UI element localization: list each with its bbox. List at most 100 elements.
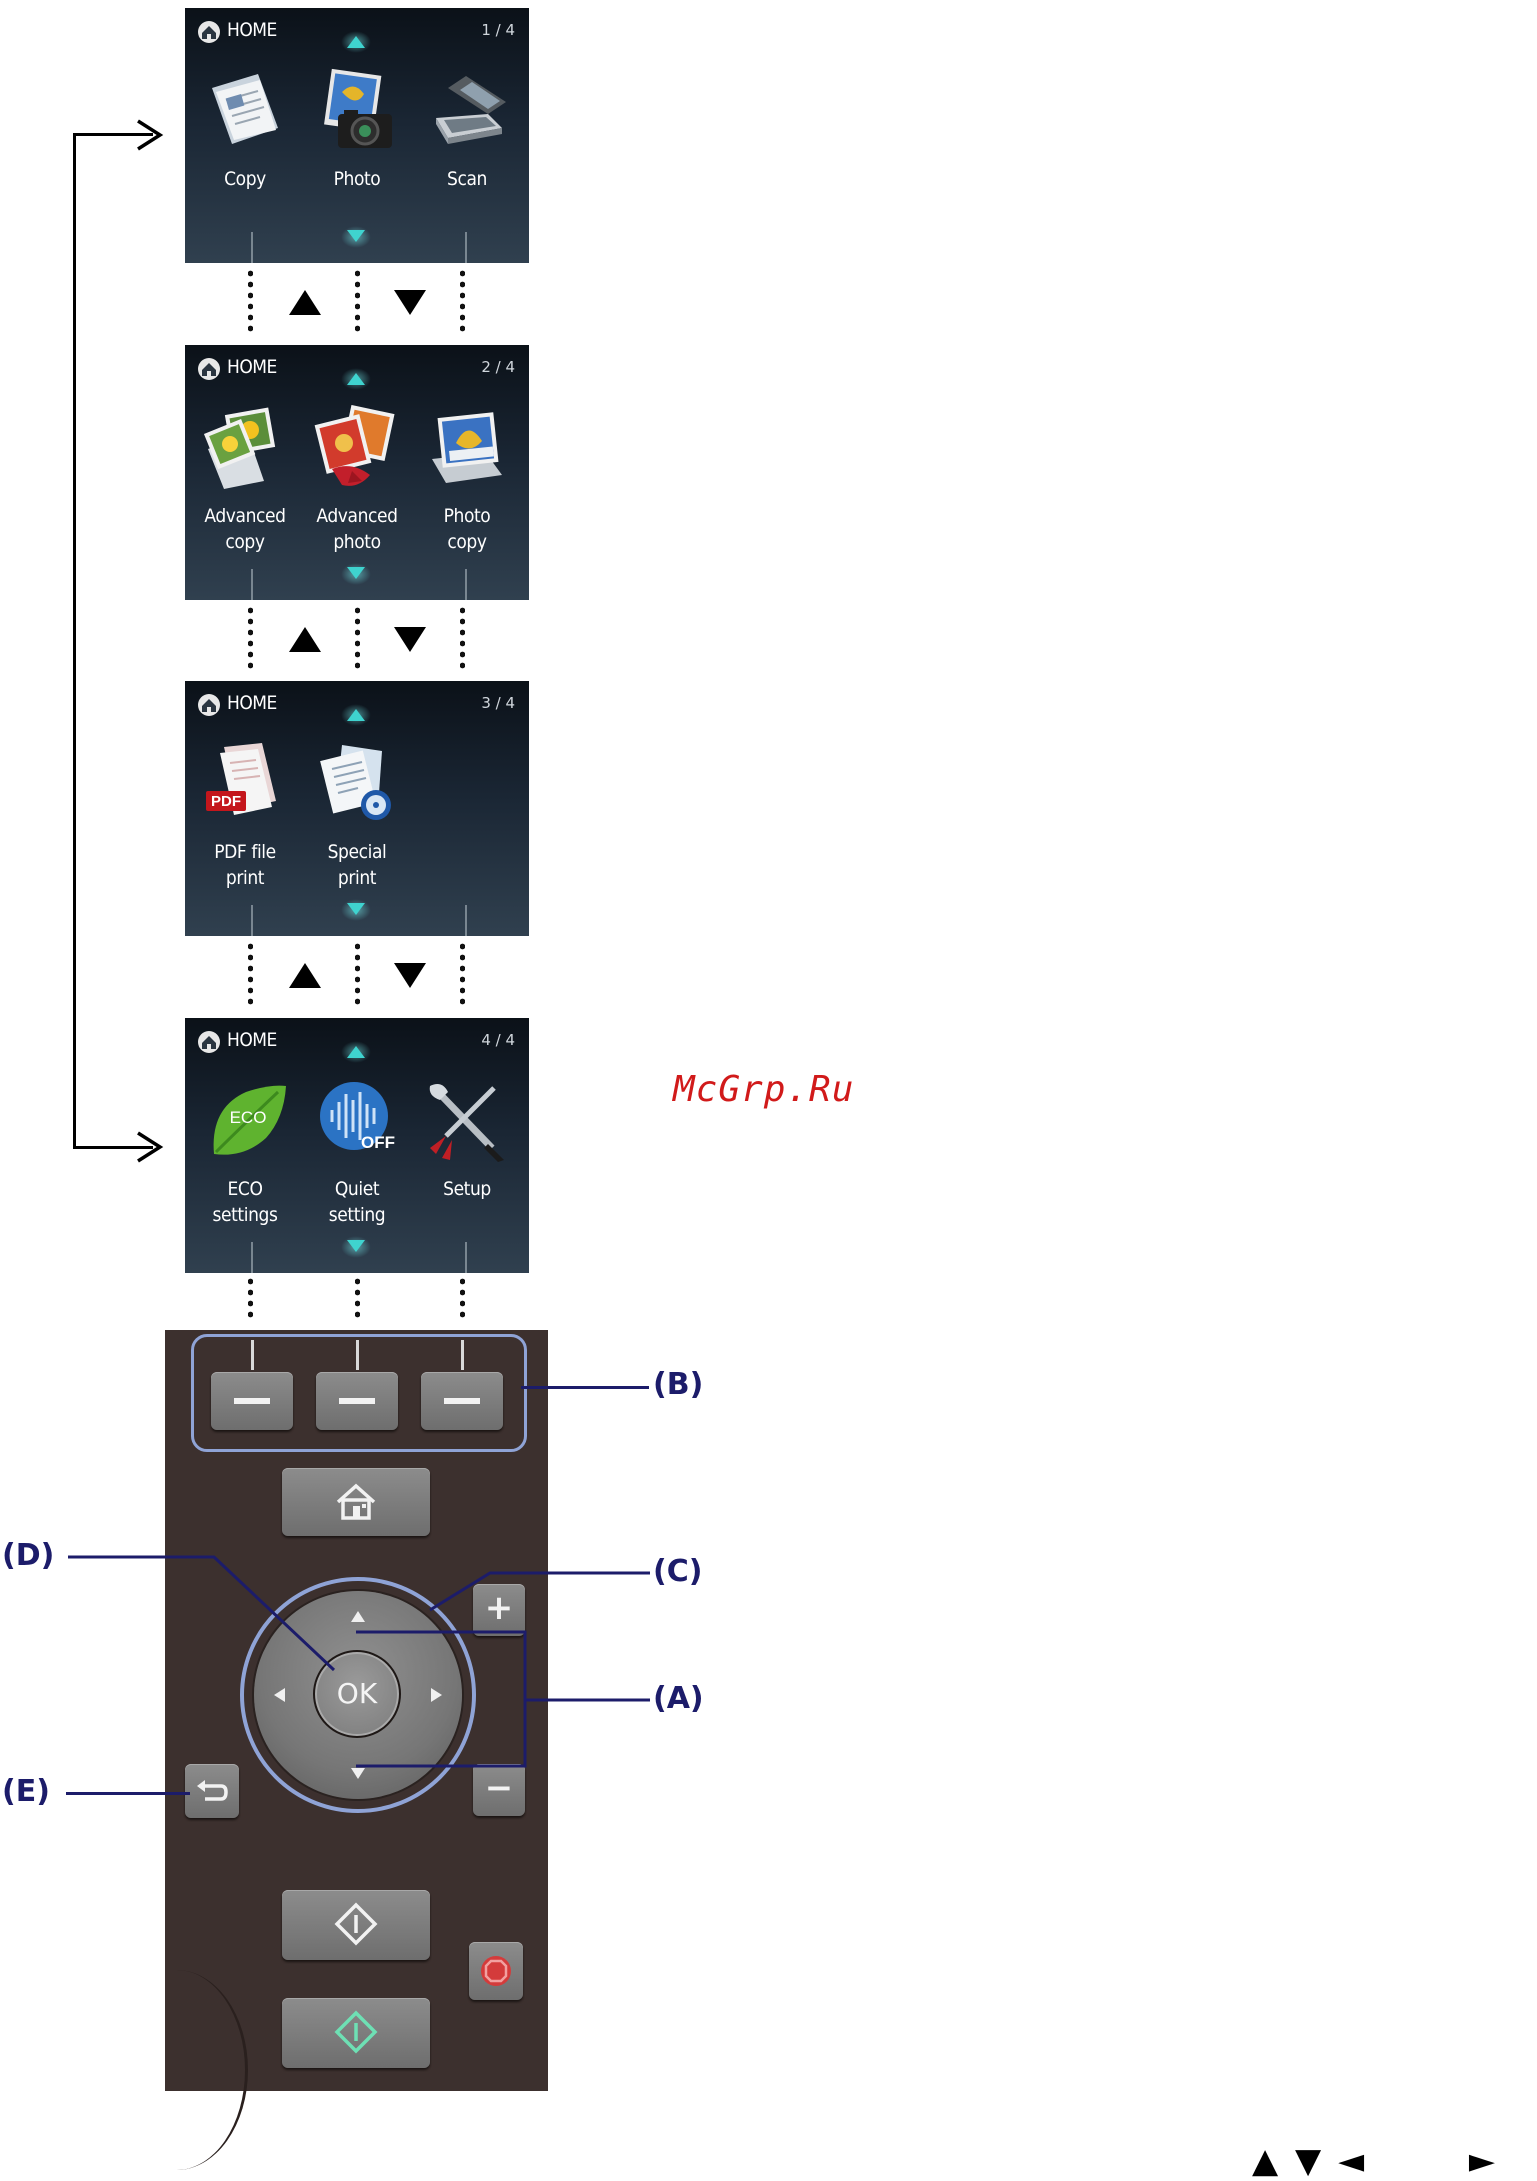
callout-e: (E) — [2, 1774, 50, 1809]
color-start-button[interactable] — [282, 1998, 430, 2068]
home-button[interactable] — [282, 1468, 430, 1536]
back-icon — [195, 1776, 229, 1806]
button-guide-line — [465, 232, 467, 263]
setup-icon — [422, 1078, 512, 1162]
home-screen-2: HOME 2 / 4 — [185, 345, 529, 600]
scan-tile[interactable] — [421, 68, 513, 152]
button-guide-line — [251, 905, 253, 936]
callout-d-leader — [64, 1540, 364, 1680]
loop-arrowhead-bottom-icon — [132, 1130, 166, 1164]
callout-b-leader — [521, 1386, 649, 1389]
button-guide-line — [465, 569, 467, 600]
button-guide-line — [251, 232, 253, 263]
item-label: Specialprint — [301, 839, 413, 891]
home-header-icon — [197, 20, 221, 44]
scroll-up-icon — [347, 1046, 365, 1058]
callout-c-leader — [420, 1560, 660, 1620]
special-print-icon — [312, 741, 402, 825]
black-start-button[interactable] — [282, 1890, 430, 1960]
footer-up-glyph: ▲ — [1252, 2141, 1278, 2181]
scroll-up-icon — [347, 373, 365, 385]
item-label: Quietsetting — [301, 1176, 413, 1228]
scroll-down-icon — [347, 567, 365, 579]
photo-icon — [312, 68, 402, 152]
down-arrow-icon — [394, 627, 426, 652]
screen-title: HOME — [227, 356, 277, 378]
advanced-copy-icon — [200, 405, 290, 489]
quiet-badge: OFF — [361, 1133, 395, 1152]
scan-icon — [422, 68, 512, 152]
dotted-connector — [355, 268, 360, 334]
quiet-setting-icon: OFF — [312, 1078, 402, 1162]
special-print-tile[interactable] — [311, 741, 403, 825]
dotted-connector — [355, 941, 360, 1007]
down-arrow-icon — [394, 290, 426, 315]
function-button-guide-line — [251, 1340, 254, 1370]
loop-arrow-vertical — [73, 134, 76, 1148]
callout-b: (B) — [653, 1367, 703, 1402]
dotted-connector — [355, 1276, 360, 1318]
function-button-right[interactable] — [421, 1372, 503, 1430]
footer-left-glyph: ◄ — [1338, 2141, 1364, 2181]
home-screen-1: HOME 1 / 4 Copy Pho — [185, 8, 529, 263]
wheel-left-icon — [274, 1688, 285, 1702]
advanced-photo-tile[interactable] — [311, 405, 403, 489]
photo-tile[interactable] — [311, 68, 403, 152]
back-button[interactable] — [185, 1764, 239, 1818]
page-indicator: 2 / 4 — [481, 358, 515, 376]
scroll-down-icon — [347, 903, 365, 915]
dotted-connector — [248, 605, 253, 671]
dotted-connector — [248, 941, 253, 1007]
quiet-setting-tile[interactable]: OFF — [311, 1078, 403, 1162]
function-button-center[interactable] — [316, 1372, 398, 1430]
color-start-icon — [334, 2010, 378, 2054]
screen-title: HOME — [227, 1029, 277, 1051]
item-label: Scan — [411, 166, 523, 192]
button-guide-line — [465, 905, 467, 936]
dotted-connector — [460, 268, 465, 334]
pdf-file-print-icon: PDF — [200, 741, 290, 825]
home-header-icon — [197, 1030, 221, 1054]
stop-button[interactable] — [469, 1942, 523, 2000]
button-guide-line — [465, 1242, 467, 1273]
advanced-photo-icon — [312, 405, 402, 489]
dotted-connector — [248, 1276, 253, 1318]
up-arrow-icon — [289, 290, 321, 315]
eco-badge: ECO — [230, 1108, 267, 1127]
eco-settings-icon: ECO — [200, 1078, 290, 1162]
item-label: Setup — [411, 1176, 523, 1202]
home-screen-3: HOME 3 / 4 PDF PDF fileprint Specialprin… — [185, 681, 529, 936]
copy-icon — [200, 68, 290, 152]
scroll-down-icon — [347, 230, 365, 242]
item-label: Photo — [301, 166, 413, 192]
stop-icon — [480, 1955, 512, 1987]
callout-e-leader — [66, 1792, 190, 1795]
item-label: Copy — [189, 166, 301, 192]
footer-arrow-glyphs: ▲ ▼ ◄ ► — [1252, 2141, 1495, 2181]
scroll-down-icon — [347, 1240, 365, 1252]
function-button-left[interactable] — [211, 1372, 293, 1430]
item-label: ECOsettings — [189, 1176, 301, 1228]
dotted-connector — [355, 605, 360, 671]
eco-settings-tile[interactable]: ECO — [199, 1078, 291, 1162]
scroll-up-icon — [347, 709, 365, 721]
panel-corner-shade — [105, 1970, 248, 2170]
copy-tile[interactable] — [199, 68, 291, 152]
loop-arrowhead-top-icon — [132, 118, 166, 152]
black-start-icon — [334, 1902, 378, 1946]
footer-right-glyph: ► — [1469, 2141, 1495, 2181]
scroll-up-icon — [347, 36, 365, 48]
dotted-connector — [460, 1276, 465, 1318]
setup-tile[interactable] — [421, 1078, 513, 1162]
button-guide-line — [251, 569, 253, 600]
callout-a: (A) — [653, 1681, 704, 1716]
screen-title: HOME — [227, 19, 277, 41]
dotted-connector — [248, 268, 253, 334]
down-arrow-icon — [394, 963, 426, 988]
photo-copy-tile[interactable] — [421, 405, 513, 489]
pdf-file-print-tile[interactable]: PDF — [199, 741, 291, 825]
advanced-copy-tile[interactable] — [199, 405, 291, 489]
